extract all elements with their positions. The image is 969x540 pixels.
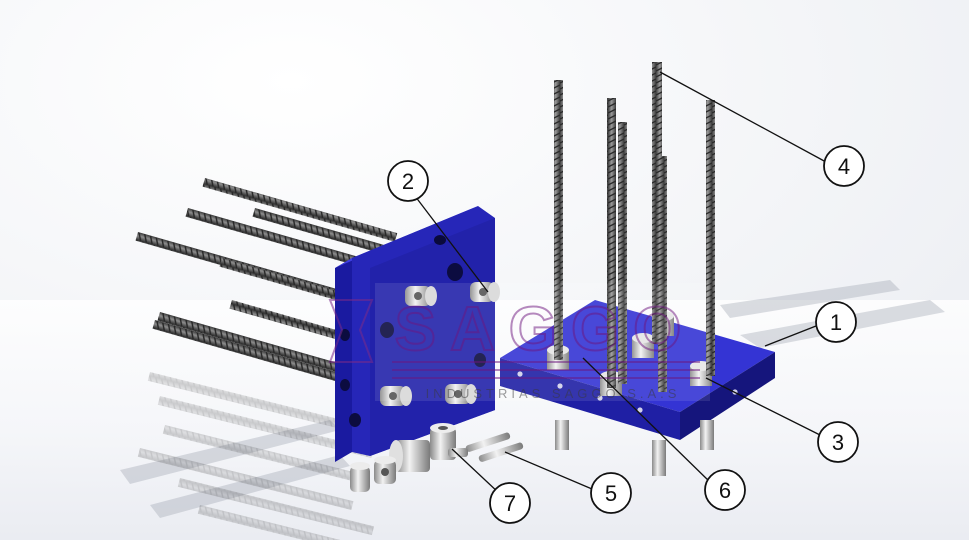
rebar bbox=[607, 98, 616, 388]
watermark-subtitle: INDUSTRIAS SAGGO S.A.S bbox=[426, 386, 681, 401]
reflected-rebars bbox=[137, 372, 375, 540]
callout-3: 3 bbox=[817, 421, 859, 463]
leader-lines bbox=[414, 71, 827, 495]
callout-5: 5 bbox=[590, 472, 632, 514]
svg-text:1: 1 bbox=[830, 310, 842, 335]
svg-text:5: 5 bbox=[605, 481, 617, 506]
rebar bbox=[202, 178, 398, 242]
svg-text:2: 2 bbox=[402, 169, 414, 194]
callouts: 2 4 1 3 6 5 7 bbox=[387, 145, 865, 524]
plate-pin bbox=[445, 384, 477, 404]
watermark-brand: SAGGO bbox=[395, 295, 696, 364]
watermark: SAGGO INDUSTRIAS SAGGO S.A.S bbox=[328, 283, 710, 401]
callout-2: 2 bbox=[387, 160, 429, 202]
rebar bbox=[252, 207, 390, 256]
watermark-logo-shape bbox=[328, 299, 374, 363]
svg-text:7: 7 bbox=[504, 491, 516, 516]
callout-1: 1 bbox=[815, 301, 857, 343]
bushing bbox=[632, 333, 654, 358]
rebar bbox=[706, 100, 715, 376]
vertical-plate bbox=[335, 206, 500, 462]
svg-text:4: 4 bbox=[838, 154, 850, 179]
svg-text:6: 6 bbox=[719, 478, 731, 503]
rebar bbox=[658, 156, 667, 392]
svg-text:3: 3 bbox=[832, 430, 844, 455]
rebar bbox=[229, 300, 338, 339]
rebar bbox=[157, 312, 338, 372]
callout-7: 7 bbox=[489, 482, 531, 524]
plate-pin bbox=[405, 286, 437, 306]
rebar bbox=[652, 62, 662, 344]
callout-4: 4 bbox=[823, 145, 865, 187]
rebar bbox=[219, 258, 338, 300]
plate-pin bbox=[380, 386, 412, 406]
watermark-box bbox=[375, 283, 710, 401]
callout-6: 6 bbox=[704, 469, 746, 511]
vertical-rebars bbox=[554, 62, 715, 392]
rebar bbox=[185, 208, 371, 270]
plate-pin bbox=[470, 282, 500, 302]
rebar bbox=[618, 122, 627, 384]
loose-parts bbox=[350, 423, 524, 492]
horizontal-rebars bbox=[135, 178, 398, 382]
rebar bbox=[554, 80, 563, 360]
rebar bbox=[152, 320, 338, 382]
